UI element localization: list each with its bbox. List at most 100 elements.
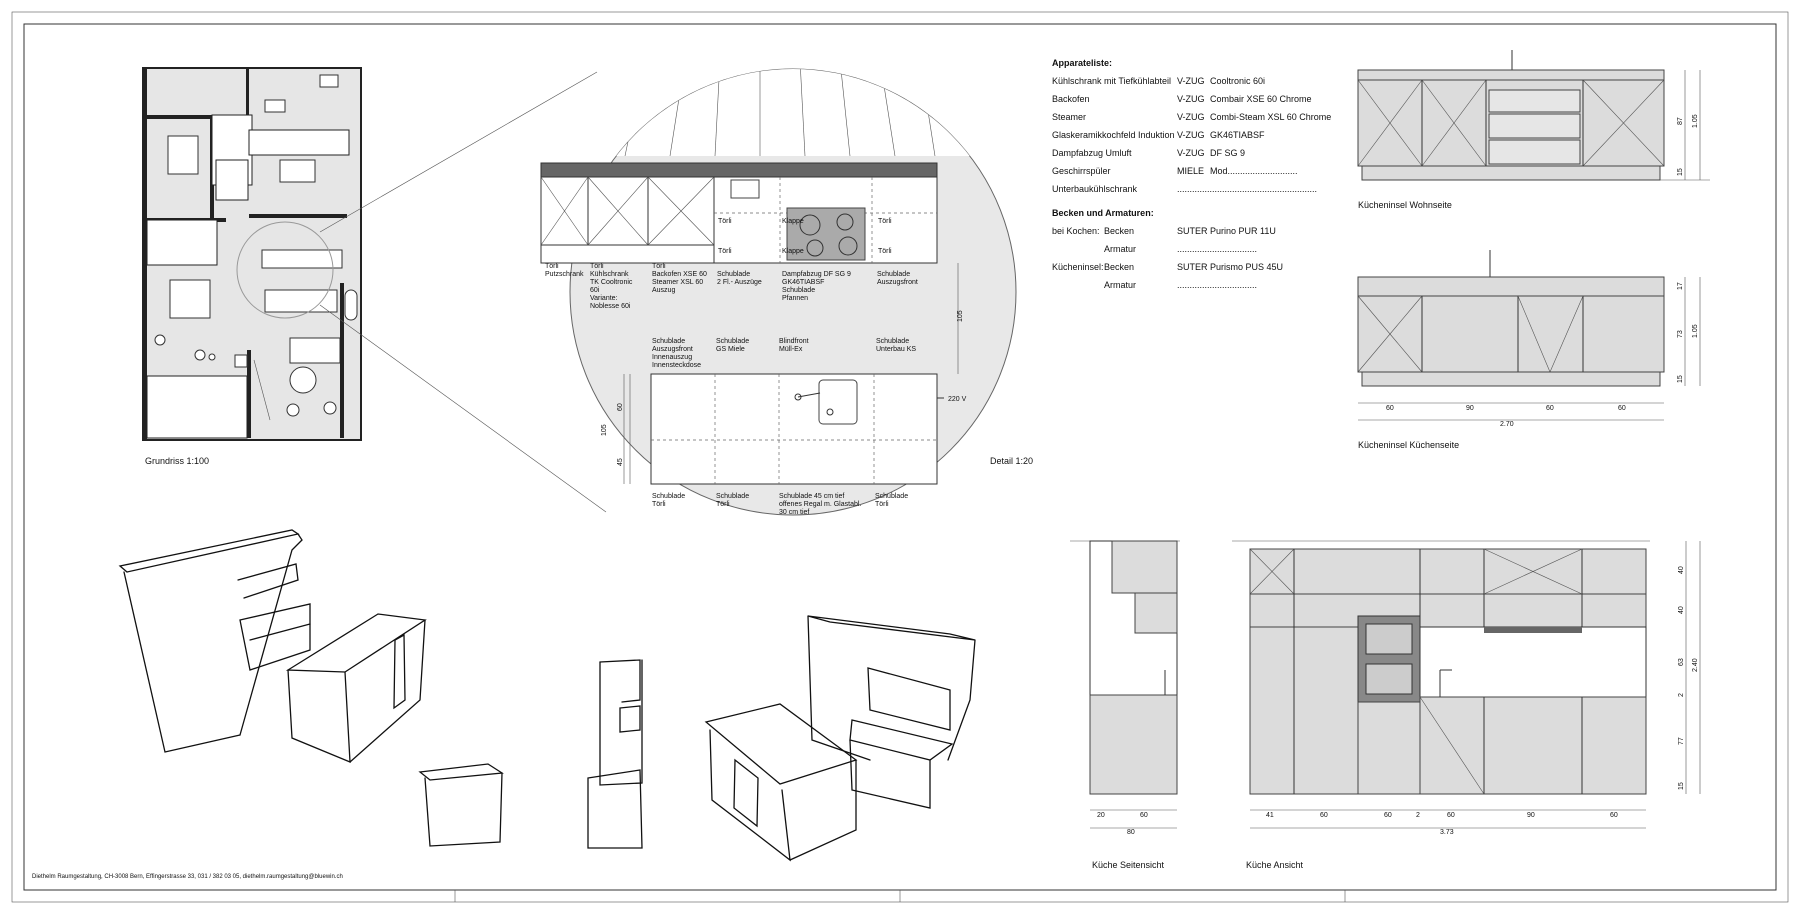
appliance-item: Dampfabzug Umluft	[1052, 148, 1132, 158]
dim-width: 60	[1610, 812, 1618, 819]
dim-15: 15	[1677, 375, 1684, 383]
appliance-brand: V-ZUG	[1177, 148, 1205, 158]
appliance-item: Backofen	[1052, 94, 1090, 104]
upper-label-1: Törli	[718, 218, 732, 225]
dim-height: 15	[1678, 782, 1685, 790]
sink-part: Becken	[1104, 262, 1134, 272]
appliance-item: Unterbaukühlschrank	[1052, 184, 1138, 194]
dim-width-total: 3.73	[1440, 829, 1454, 836]
leader-line-top	[319, 71, 598, 233]
sketch-island-small	[418, 763, 504, 847]
appliance-brand: V-ZUG	[1177, 130, 1205, 140]
dim-15: 15	[1677, 168, 1684, 176]
appliance-model: GK46TIABSF	[1210, 130, 1265, 140]
dim-73: 73	[1677, 330, 1684, 338]
dim-width: 2	[1416, 812, 1420, 819]
dim-height: 77	[1678, 737, 1685, 745]
dim-105-vertical: 105	[957, 310, 964, 322]
appliance-item: Kühlschrank mit Tiefkühlabteil	[1052, 76, 1171, 86]
dim-60: 60	[617, 403, 624, 411]
appliance-item: Glaskeramikkochfeld Induktion	[1052, 130, 1175, 140]
detail-1-20: Törli Klappe Törli Törli Klappe Törli Tö…	[540, 68, 1033, 516]
sink-part: Armatur	[1104, 244, 1136, 254]
dim-width: 60	[1447, 812, 1455, 819]
sink-value: ................................	[1177, 244, 1257, 254]
dim-width: 60	[1386, 405, 1394, 412]
dim-width: 60	[1618, 405, 1626, 412]
power-label: 220 V	[948, 396, 967, 403]
sink-place: Kücheninsel:	[1052, 262, 1104, 272]
floor-plan: Grundriss 1:100	[142, 67, 362, 466]
leader-line-bottom	[319, 304, 607, 513]
island-living-side: 87 15 1.05 Kücheninsel Wohnseite	[1357, 50, 1710, 210]
sketch-island-left	[285, 613, 427, 763]
appliance-model: DF SG 9	[1210, 148, 1245, 158]
sinks-title: Becken und Armaturen:	[1052, 208, 1154, 218]
appliance-brand: V-ZUG	[1177, 76, 1205, 86]
appliance-model: Mod............................	[1210, 166, 1298, 176]
dim-width: 90	[1527, 812, 1535, 819]
dim-width-total: 80	[1127, 829, 1135, 836]
appliance-list: Apparateliste: Kühlschrank mit Tiefkühla…	[1052, 58, 1331, 290]
appliance-title: Apparateliste:	[1052, 58, 1112, 68]
appliance-model: Cooltronic 60i	[1210, 76, 1265, 86]
plan-caption: Grundriss 1:100	[145, 456, 209, 466]
dim-height: 2	[1678, 693, 1685, 697]
side-view-caption: Küche Seitensicht	[1092, 860, 1165, 870]
sketch-back-wall	[118, 529, 311, 753]
island-living-caption: Kücheninsel Wohnseite	[1358, 200, 1452, 210]
dim-width: 60	[1546, 405, 1554, 412]
sketch-tall-narrow	[587, 659, 643, 849]
dim-height: 40	[1678, 566, 1685, 574]
appliance-item: Geschirrspüler	[1052, 166, 1111, 176]
dim-1-05: 1.05	[1692, 114, 1699, 128]
appliance-model: ........................................…	[1177, 184, 1317, 194]
dim-width: 60	[1140, 812, 1148, 819]
upper-label-2: Klappe	[782, 218, 804, 225]
sink-value: SUTER Purino PUR 11U	[1177, 226, 1276, 236]
appliance-brand: MIELE	[1177, 166, 1204, 176]
sink-value: SUTER Purismo PUS 45U	[1177, 262, 1283, 272]
dim-17: 17	[1677, 282, 1684, 290]
dim-width-total: 2.70	[1500, 421, 1514, 428]
appliance-item: Steamer	[1052, 112, 1086, 122]
kitchen-side-view: 20 60 80 Küche Seitensicht	[1070, 540, 1180, 870]
dim-1-05: 1.05	[1692, 324, 1699, 338]
appliance-model: Combair XSE 60 Chrome	[1210, 94, 1312, 104]
dim-45: 45	[617, 458, 624, 466]
dim-height: 63	[1678, 658, 1685, 666]
sink-part: Becken	[1104, 226, 1134, 236]
upper-label-4: Törli	[718, 248, 732, 255]
dim-87: 87	[1677, 117, 1684, 125]
sketch-island-right	[704, 703, 858, 862]
dim-width: 90	[1466, 405, 1474, 412]
dim-width: 60	[1384, 812, 1392, 819]
dim-height: 40	[1678, 606, 1685, 614]
sink-value: ................................	[1177, 280, 1257, 290]
island-kitchen-caption: Kücheninsel Küchenseite	[1358, 440, 1459, 450]
dim-width: 60	[1320, 812, 1328, 819]
appliance-brand: V-ZUG	[1177, 112, 1205, 122]
dim-height-total: 2.40	[1692, 658, 1699, 672]
front-view-caption: Küche Ansicht	[1246, 860, 1304, 870]
sink-place: bei Kochen:	[1052, 226, 1100, 236]
dim-width: 41	[1266, 812, 1274, 819]
kitchen-front-view: 40 40 63 2 77 15 2.40 41 60 60 2 60 90 6…	[1232, 540, 1701, 870]
upper-label-5: Klappe	[782, 248, 804, 255]
sketch-corner-unit	[807, 615, 976, 809]
footer-credit: Diethelm Raumgestaltung, CH-3008 Bern, E…	[32, 874, 343, 880]
dim-105-left: 105	[601, 424, 608, 436]
sink-part: Armatur	[1104, 280, 1136, 290]
